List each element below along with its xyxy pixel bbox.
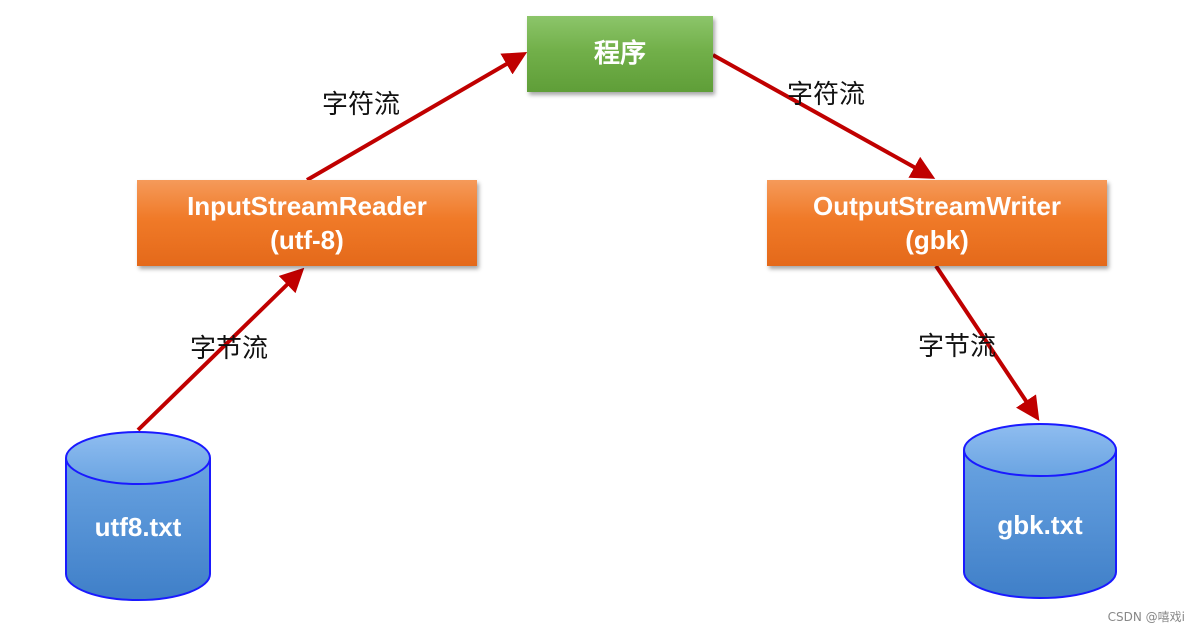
writer-box-encoding: (gbk) — [905, 225, 969, 255]
edge-label-char-stream-left: 字符流 — [322, 90, 401, 120]
source-file-label: utf8.txt — [94, 512, 182, 542]
source-file-cylinder — [65, 431, 211, 601]
arrow-writer-to-file — [934, 264, 1040, 421]
edge-label-byte-stream-left: 字节流 — [190, 334, 269, 364]
target-file-label: gbk.txt — [997, 510, 1083, 540]
output-stream-writer-box: OutputStreamWriter (gbk) — [767, 180, 1107, 266]
input-stream-reader-box: InputStreamReader (utf-8) — [137, 180, 477, 266]
arrow-program-to-writer — [712, 53, 936, 179]
reader-box-title: InputStreamReader — [187, 191, 427, 221]
arrow-file-to-reader — [136, 267, 305, 432]
reader-box-encoding: (utf-8) — [270, 225, 344, 255]
writer-box-title: OutputStreamWriter — [813, 191, 1061, 221]
program-box: 程序 — [527, 16, 713, 92]
program-box-label: 程序 — [593, 39, 646, 69]
edge-label-char-stream-right: 字符流 — [787, 80, 866, 110]
watermark: CSDN @嘻戏i — [1107, 610, 1185, 624]
edge-label-byte-stream-right: 字节流 — [918, 332, 997, 362]
target-file-cylinder — [963, 423, 1117, 599]
arrow-reader-to-program — [305, 51, 528, 182]
